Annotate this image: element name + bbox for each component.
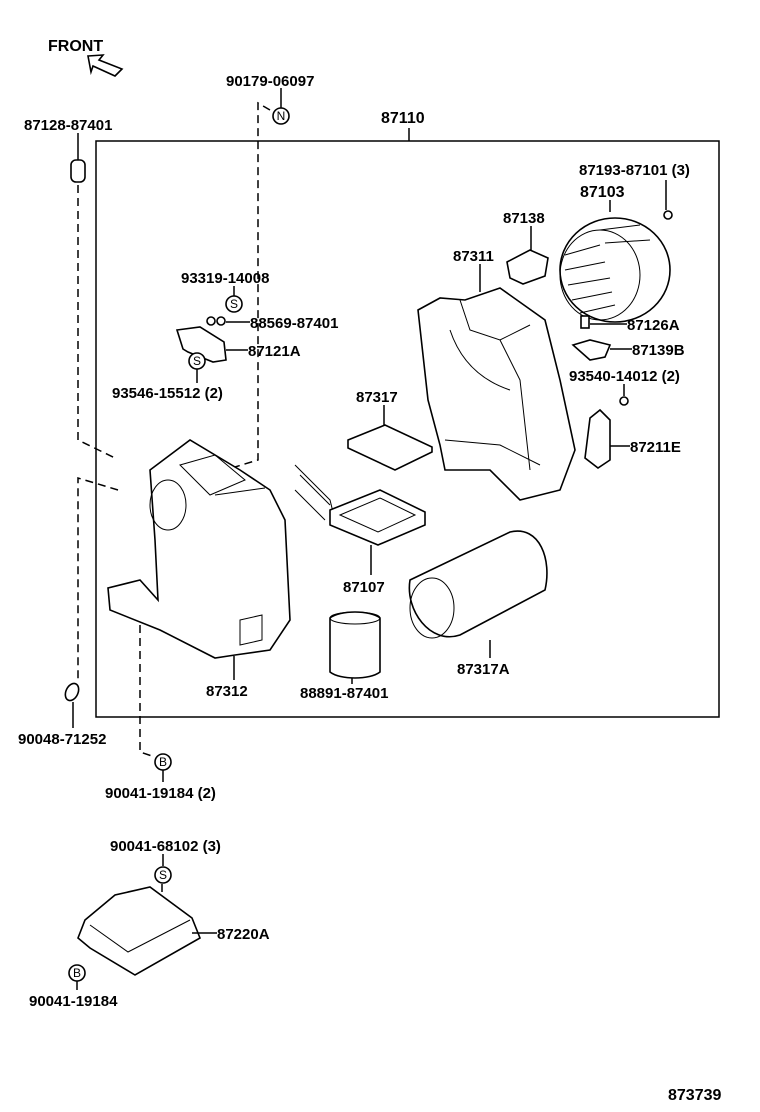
part-label-93540-14012[interactable]: 93540-14012 (2) [569, 368, 680, 385]
part-label-87317[interactable]: 87317 [356, 389, 398, 406]
filter-part [347, 424, 433, 471]
clip-part [70, 159, 86, 183]
part-label-87211E[interactable]: 87211E [630, 439, 681, 456]
heater-core-fins [338, 497, 417, 533]
heater-core-part [329, 489, 426, 546]
assembly-frame [95, 140, 720, 718]
dashed-leader [224, 101, 271, 471]
cover-details [89, 919, 191, 953]
part-label-93319-14008[interactable]: 93319-14008 [181, 270, 269, 287]
lower-case-part [107, 439, 291, 659]
part-label-87103[interactable]: 87103 [580, 184, 625, 201]
case-details [179, 454, 266, 646]
heater-pipes [294, 464, 336, 521]
upper-case-part [417, 287, 576, 501]
upper-case-details [444, 299, 541, 471]
part-label-87128-87401[interactable]: 87128-87401 [24, 117, 112, 134]
fan-blades [564, 224, 651, 314]
s-symbol-text: S [230, 297, 238, 311]
s-symbol-text: S [193, 354, 201, 368]
screw-part [619, 396, 629, 406]
dashed-leader [77, 185, 116, 459]
dashed-leader [139, 625, 156, 758]
servo-motor-part [175, 326, 227, 363]
cover-part [77, 886, 202, 976]
insulator-rim [329, 611, 381, 625]
clip-part [206, 316, 216, 326]
s-symbol-icon [154, 866, 172, 884]
part-label-87139B[interactable]: 87139B [632, 342, 685, 359]
b-symbol-text: B [159, 755, 167, 769]
part-label-87220A[interactable]: 87220A [217, 926, 270, 943]
figure-number: 873739 [668, 1087, 721, 1104]
part-label-90041-68102[interactable]: 90041-68102 (3) [110, 838, 221, 855]
part-label-87138[interactable]: 87138 [503, 210, 545, 227]
part-label-87126A[interactable]: 87126A [627, 317, 680, 334]
evaporator-end [409, 577, 455, 639]
s-symbol-icon [225, 295, 243, 313]
part-label-87107[interactable]: 87107 [343, 579, 385, 596]
outlet [149, 479, 187, 531]
part-label-88569-87401[interactable]: 88569-87401 [250, 315, 338, 332]
part-label-87121A[interactable]: 87121A [248, 343, 301, 360]
damper-servo-part [571, 339, 612, 361]
front-arrow-icon [87, 54, 124, 77]
part-label-87193-87101[interactable]: 87193-87101 (3) [579, 162, 690, 179]
evaporator-case-part [408, 530, 548, 638]
part-label-90179-06097[interactable]: 90179-06097 [226, 73, 314, 90]
part-label-87317A[interactable]: 87317A [457, 661, 510, 678]
part-label-90048-71252[interactable]: 90048-71252 [18, 731, 106, 748]
b-symbol-text: B [73, 966, 81, 980]
clip-part [216, 316, 226, 326]
assembly-part-number[interactable]: 87110 [381, 110, 425, 127]
part-label-87312[interactable]: 87312 [206, 683, 248, 700]
n-symbol-text: N [277, 109, 286, 123]
s-symbol-text: S [159, 868, 167, 882]
part-label-90041-19184-2[interactable]: 90041-19184 (2) [105, 785, 216, 802]
front-label: FRONT [48, 38, 103, 55]
screw-part [663, 210, 673, 220]
resistor-part [506, 249, 549, 285]
servo-right-part [584, 408, 611, 469]
dashed-leader [77, 476, 119, 680]
o-ring-part [64, 682, 80, 702]
part-label-87311[interactable]: 87311 [453, 248, 494, 265]
n-symbol-icon [272, 107, 290, 125]
motor-bracket-part [580, 315, 590, 329]
part-label-88891-87401[interactable]: 88891-87401 [300, 685, 388, 702]
part-label-93546-15512[interactable]: 93546-15512 (2) [112, 385, 223, 402]
part-label-90041-19184[interactable]: 90041-19184 [29, 993, 118, 1010]
